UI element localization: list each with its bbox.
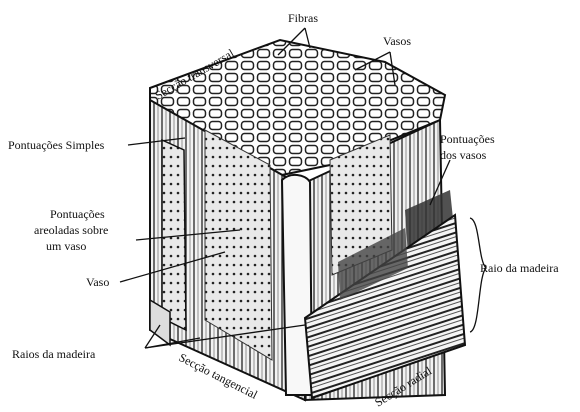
brace-raio-madeira: [470, 218, 486, 332]
label-vasos: Vasos: [383, 34, 411, 48]
label-pontuacoes-simples: Pontuações Simples: [8, 138, 105, 152]
tangential-face-pitted: [205, 130, 272, 360]
label-pontuacoes-vasos-1: Pontuações: [440, 132, 495, 146]
label-pontuacoes-areoladas-1: Pontuações: [50, 207, 105, 221]
label-vaso: Vaso: [86, 275, 109, 289]
label-pontuacoes-areoladas-3: um vaso: [46, 239, 86, 253]
label-fibras: Fibras: [288, 11, 318, 25]
label-raios-da-madeira: Raios da madeira: [12, 347, 96, 361]
vessel-central: [282, 175, 312, 395]
label-pontuacoes-areoladas-2: areoladas sobre: [34, 223, 108, 237]
wood-block: [150, 40, 465, 400]
label-raio-da-madeira: Raio da madeira: [480, 261, 559, 275]
label-pontuacoes-vasos-2: dos vasos: [440, 148, 487, 162]
